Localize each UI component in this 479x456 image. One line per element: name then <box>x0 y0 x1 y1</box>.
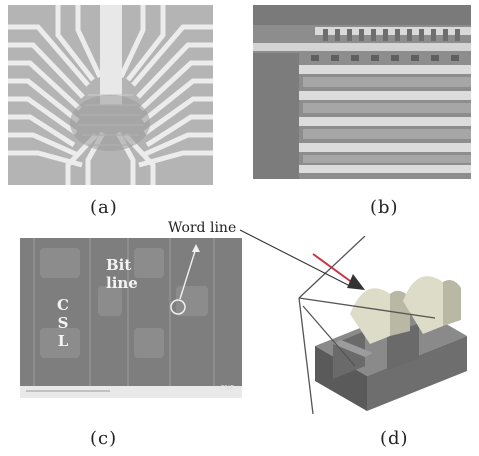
micrograph-memory-array <box>253 5 471 179</box>
caption-d: (d) <box>380 428 409 449</box>
micrograph-interconnect-fanout <box>8 5 213 185</box>
diagram-3d-cell-structure <box>295 236 473 418</box>
caption-b: (b) <box>370 197 399 218</box>
word-line-label: Word line <box>168 220 237 236</box>
caption-a: (a) <box>90 197 118 218</box>
csl-label: C S L <box>57 296 69 350</box>
micrograph-bitline-csl: Bit line C S L CNF <box>20 238 242 398</box>
bit-line-label: Bit line <box>106 256 138 292</box>
micrograph-mark: CNF <box>219 384 234 392</box>
caption-c: (c) <box>90 428 118 449</box>
